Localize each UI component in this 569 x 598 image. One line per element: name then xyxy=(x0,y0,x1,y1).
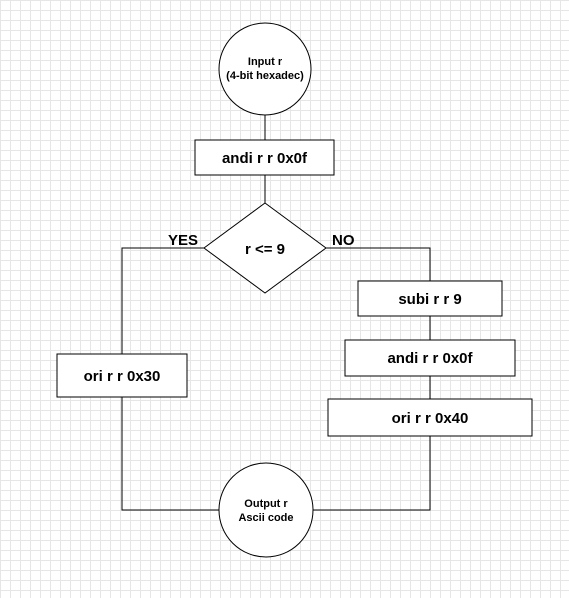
no-mask-box xyxy=(344,339,516,377)
decision-label: r <= 9 xyxy=(245,241,285,258)
yes-op-label: ori r r 0x30 xyxy=(84,368,161,385)
no-edge-label: NO xyxy=(332,232,355,249)
no-sub-label: subi r r 9 xyxy=(398,291,461,308)
edge-yes-to-output xyxy=(121,397,219,511)
yes-op-box xyxy=(56,353,188,398)
edge-decision-no xyxy=(326,247,431,281)
edge-decision-yes xyxy=(121,247,204,354)
no-or-label: ori r r 0x40 xyxy=(392,410,469,427)
mask-low-box xyxy=(194,139,335,176)
output-terminal xyxy=(218,462,314,558)
output-terminal-line2: Ascii code xyxy=(238,512,293,524)
no-or-box xyxy=(327,398,533,437)
input-terminal-line1: Input r xyxy=(248,56,283,68)
input-terminal-line2: (4-bit hexadec) xyxy=(226,70,304,82)
edge-no-to-output xyxy=(313,436,431,511)
mask-low-label: andi r r 0x0f xyxy=(222,150,308,167)
connectors xyxy=(121,115,431,511)
no-mask-label: andi r r 0x0f xyxy=(387,350,473,367)
no-sub-box xyxy=(357,280,503,317)
yes-edge-label: YES xyxy=(168,232,198,249)
output-terminal-line1: Output r xyxy=(244,498,288,510)
decision-diamond xyxy=(203,202,327,294)
input-terminal xyxy=(218,22,312,116)
